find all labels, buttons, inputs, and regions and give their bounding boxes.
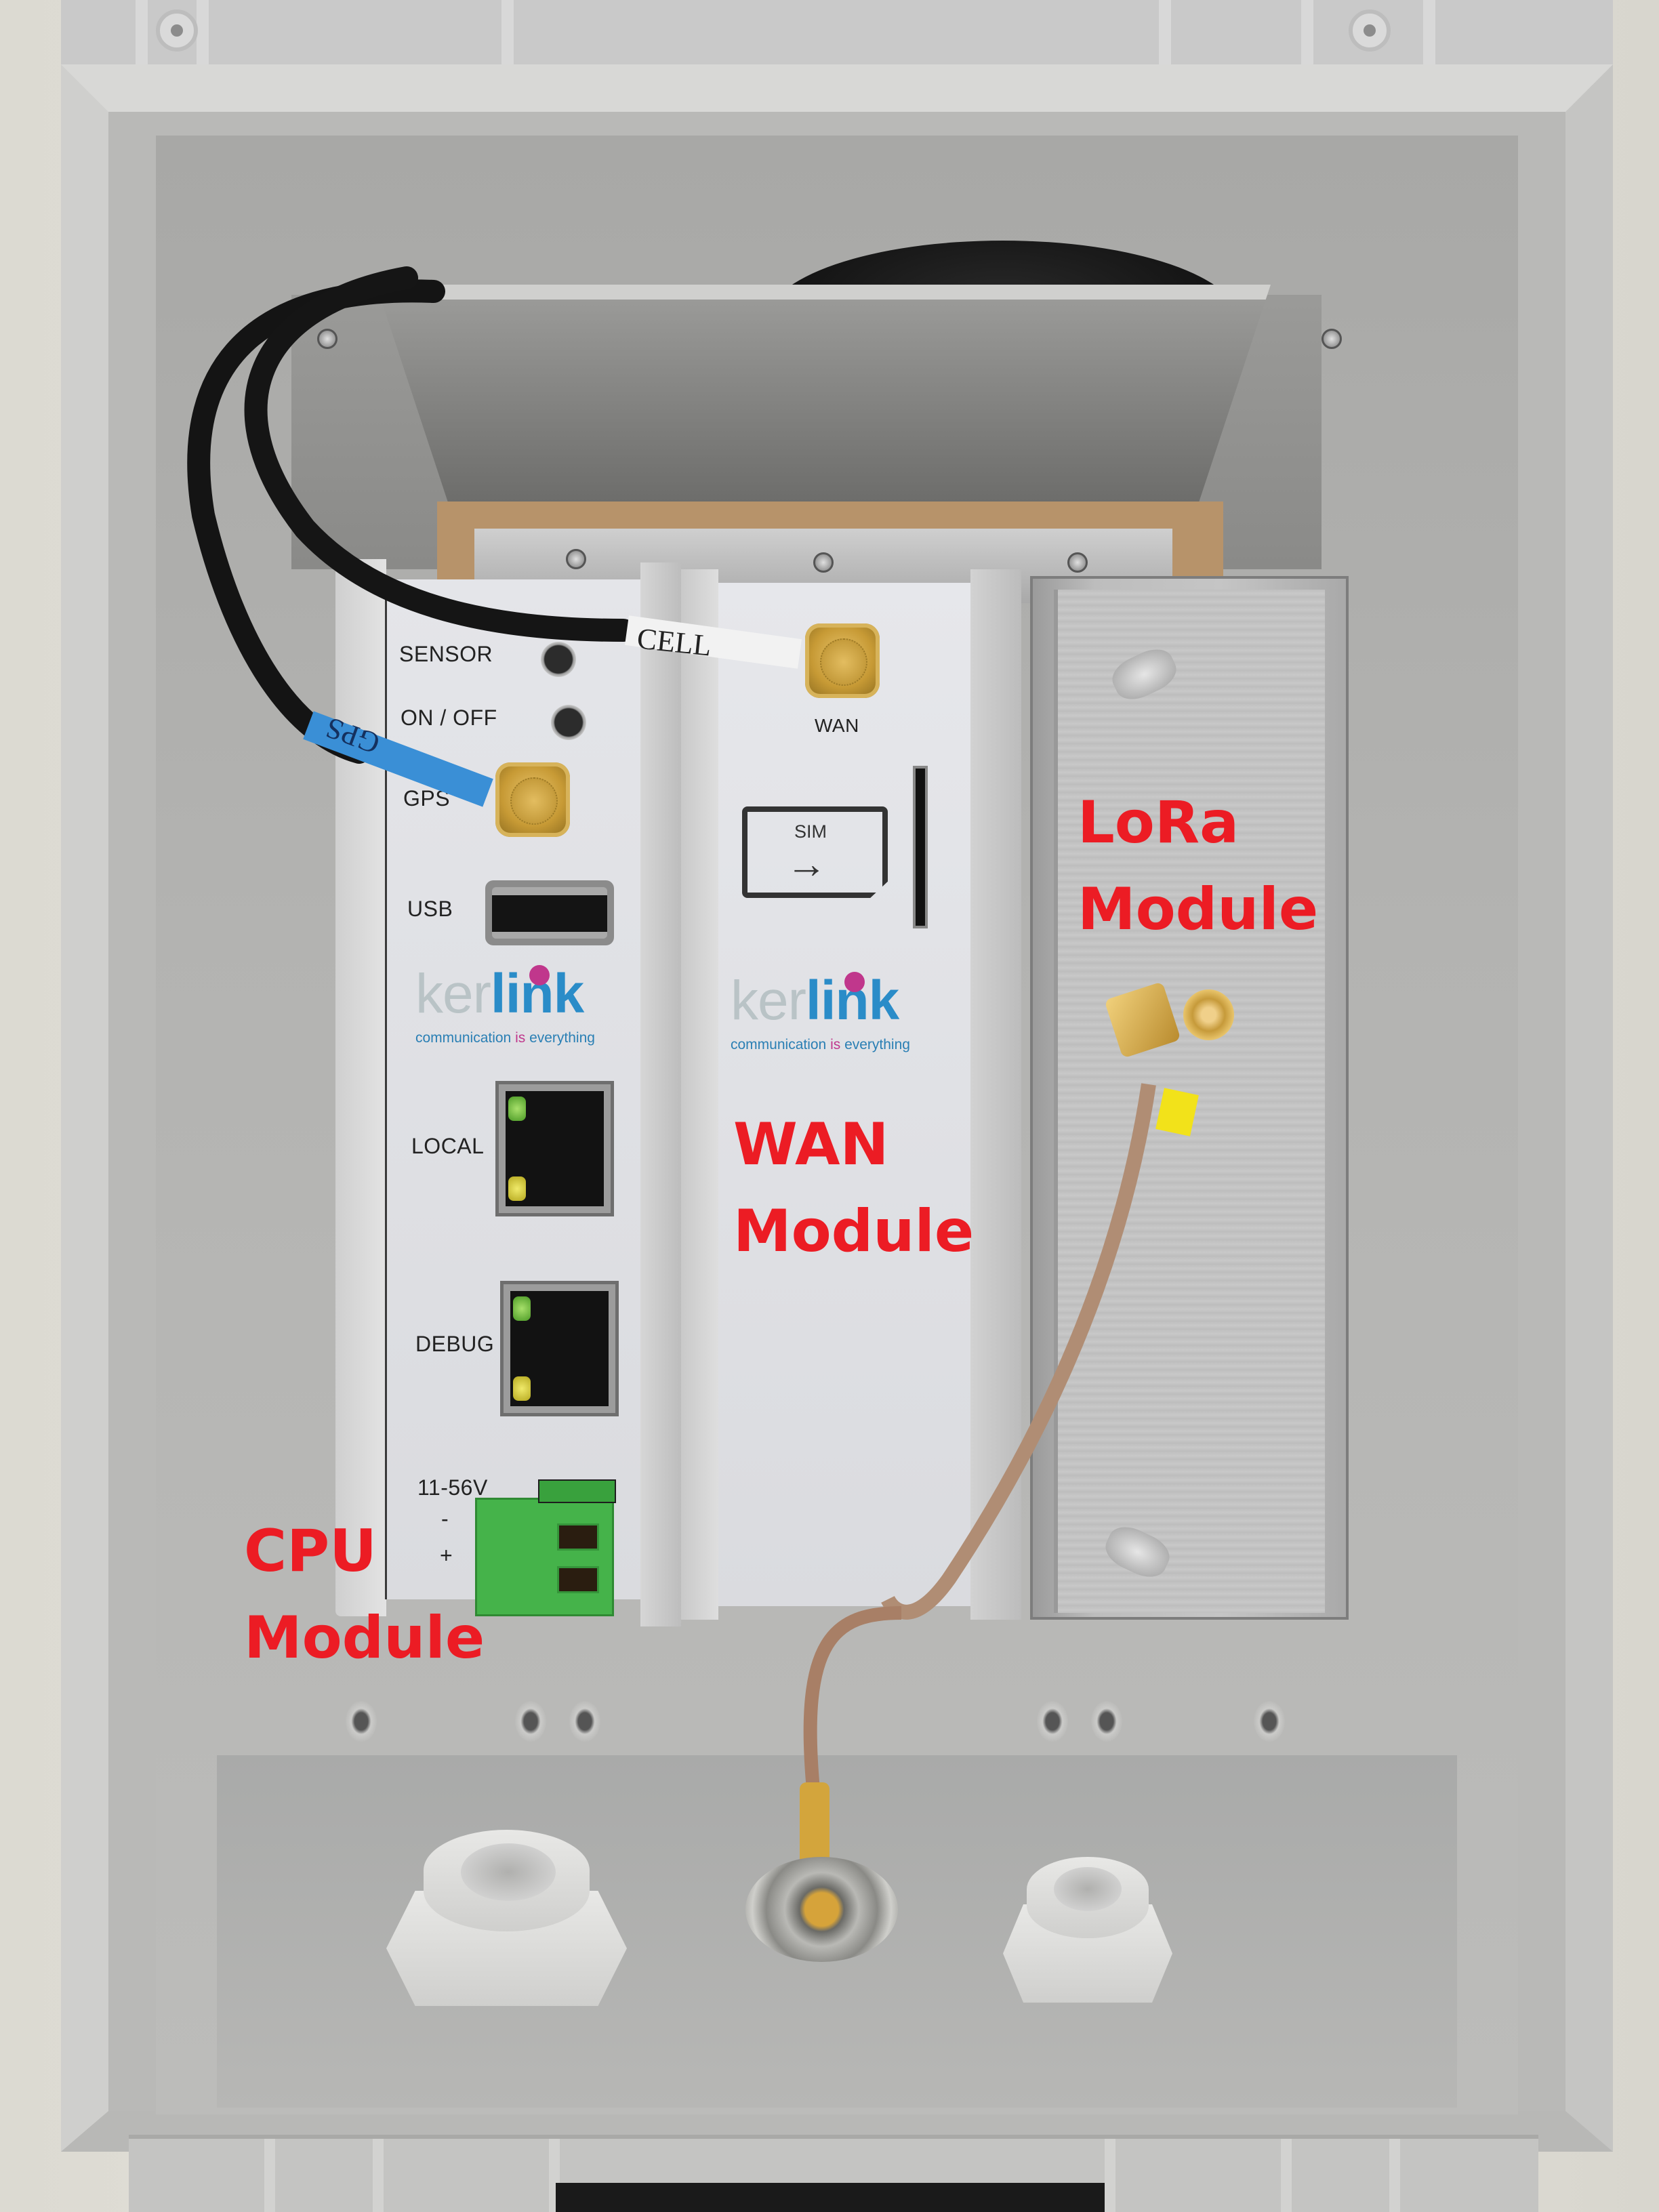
sim-insert-arrow-icon: → — [786, 841, 827, 886]
sensor-button[interactable] — [541, 642, 576, 677]
antenna-mount-plate — [376, 285, 1271, 501]
cpu-module-faceplate: SENSOR ON / OFF GPS USB kerlink communic… — [385, 579, 646, 1616]
wan-module-faceplate: WAN SIM → kerlink communication is every… — [718, 583, 972, 1606]
activity-led-icon — [513, 1376, 531, 1401]
cpu-module-rail — [640, 562, 681, 1626]
kerlink-tagline: communication is everything — [731, 1037, 910, 1052]
screw-icon — [1322, 329, 1342, 349]
mounting-hole — [515, 1701, 546, 1742]
mounting-boss — [1349, 9, 1391, 52]
wing-nut-icon[interactable] — [1106, 642, 1183, 707]
mounting-hole — [1254, 1701, 1285, 1742]
kerlink-logo: kerlink communication is everything — [415, 963, 595, 1046]
wan-sma-connector[interactable] — [805, 623, 880, 698]
power-voltage-label: 11-56V — [417, 1475, 488, 1500]
kerlink-logo: kerlink communication is everything — [731, 970, 910, 1052]
enclosure-bottom-rail — [129, 2135, 1538, 2212]
local-port-label: LOCAL — [411, 1134, 485, 1158]
gps-sma-connector[interactable] — [495, 762, 570, 837]
screw-icon — [566, 549, 586, 569]
usb-port-label: USB — [407, 897, 453, 921]
n-type-antenna-feedthrough[interactable] — [745, 1857, 898, 1962]
wan-module-side — [681, 569, 718, 1620]
screw-icon — [813, 552, 834, 573]
lora-module-cover — [1054, 590, 1325, 1613]
mounting-hole — [346, 1701, 377, 1742]
on-off-button[interactable] — [551, 705, 586, 740]
wan-module-rail — [970, 569, 1021, 1620]
screw-icon — [317, 329, 337, 349]
gps-port-label: GPS — [403, 786, 451, 811]
wan-port-label: WAN — [815, 715, 859, 736]
power-plus-label: + — [440, 1543, 453, 1568]
sim-label: SIM — [794, 821, 827, 842]
usb-port[interactable] — [485, 880, 614, 945]
link-led-icon — [513, 1296, 531, 1321]
mounting-hole — [1091, 1701, 1122, 1742]
kerlink-tagline: communication is everything — [415, 1030, 595, 1046]
power-terminal-block[interactable] — [475, 1479, 616, 1616]
gland-opening — [461, 1843, 556, 1901]
cpu-module-annotation: CPU Module — [244, 1517, 485, 1672]
lora-rf-connector-elbow[interactable] — [1104, 981, 1181, 1059]
kerlink-logo-mark-icon — [844, 972, 865, 992]
sim-card-slot[interactable] — [913, 766, 928, 928]
lora-module-annotation: LoRa Module — [1078, 789, 1319, 943]
enclosure-top-rail — [61, 0, 1613, 68]
lora-mmcx-port[interactable] — [1183, 989, 1234, 1040]
sim-card-icon — [742, 806, 888, 898]
yellow-sticker — [1155, 1088, 1199, 1136]
wan-module-annotation: WAN Module — [733, 1111, 975, 1265]
sensor-label: SENSOR — [399, 642, 493, 666]
gland-opening — [1054, 1867, 1122, 1911]
mounting-hole — [569, 1701, 600, 1742]
link-led-icon — [508, 1097, 526, 1121]
screw-icon — [1067, 552, 1088, 573]
activity-led-icon — [508, 1176, 526, 1201]
on-off-label: ON / OFF — [401, 705, 497, 730]
mounting-boss — [156, 9, 198, 52]
kerlink-logo-mark-icon — [529, 965, 550, 985]
mounting-hole — [1037, 1701, 1068, 1742]
wing-nut-icon[interactable] — [1099, 1519, 1176, 1584]
local-ethernet-port[interactable] — [495, 1081, 614, 1216]
debug-ethernet-port[interactable] — [500, 1281, 619, 1416]
power-minus-label: - — [441, 1507, 449, 1531]
debug-port-label: DEBUG — [415, 1332, 495, 1356]
